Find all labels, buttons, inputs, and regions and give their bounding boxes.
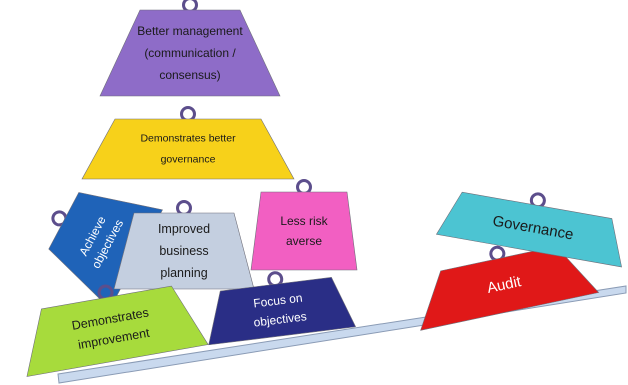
weight-body: [26, 285, 209, 377]
weight-body: [420, 245, 600, 331]
weight-label-line: (communication /: [144, 46, 236, 60]
weight-handle-icon: [296, 179, 312, 195]
weight-label-line: Less risk: [280, 214, 328, 228]
weight-audit: Audit: [420, 245, 600, 331]
weight-label-line: governance: [161, 154, 216, 166]
weight-label-line: planning: [160, 266, 207, 280]
weight-demonstrates-better-governance: Demonstrates better governance: [81, 106, 295, 180]
weight-better-management: Better management (communication / consens…: [99, 0, 281, 97]
weight-label-line: objectives: [253, 309, 308, 329]
weight-label-line: Focus on: [252, 291, 303, 311]
weight-label-line: consensus): [159, 68, 220, 82]
weight-less-risk-averse: Less risk averse: [250, 179, 358, 271]
weight-improved-business-planning: Improved business planning: [113, 200, 255, 290]
weight-body: [208, 277, 357, 346]
weight-handle-icon: [176, 200, 192, 216]
weight-governance: Governance: [435, 191, 622, 268]
weight-label-line: Audit: [486, 273, 524, 297]
weight-body: [250, 191, 358, 271]
weight-label-line: Demonstrates better: [140, 133, 236, 145]
weight-label-line: Better management: [137, 24, 243, 38]
weight-label-line: averse: [286, 234, 322, 248]
weight-handle-icon: [180, 106, 196, 122]
weight-label-line: business: [159, 244, 208, 258]
weight-label-line: Improved: [158, 222, 210, 236]
weight-body: [81, 118, 295, 180]
weights-layer: Better management (communication / consens…: [26, 0, 622, 377]
weight-body: [435, 191, 622, 268]
weight-body: [99, 9, 281, 97]
